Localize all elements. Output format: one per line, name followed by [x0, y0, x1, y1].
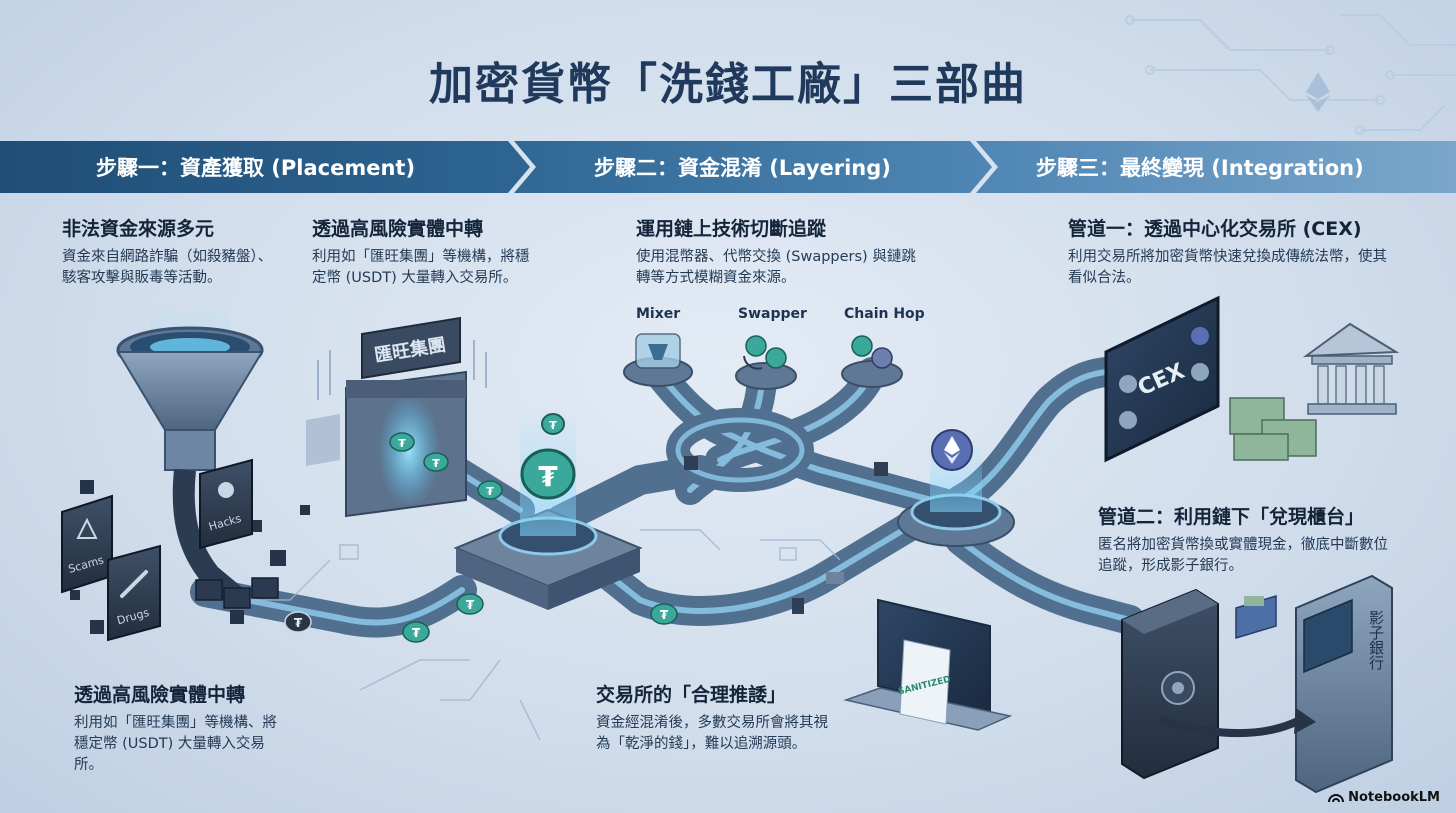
block-chain	[195, 577, 279, 609]
debris-blocks	[70, 480, 310, 634]
ethereum-icon	[1306, 72, 1330, 112]
svg-text:₮: ₮	[398, 437, 406, 450]
mixer-icon	[623, 333, 693, 387]
onchain-block: 運用鏈上技術切斷追蹤 使用混幣器、代幣交換 (Swappers) 與鏈跳轉等方式…	[636, 214, 926, 289]
channel1-heading: 管道一：透過中心化交易所 (CEX)	[1068, 218, 1362, 240]
channel1-body: 利用交易所將加密貨幣快速兌換成傳統法幣，使其看似合法。	[1068, 249, 1387, 286]
swapper-icon	[735, 335, 797, 390]
relay-bottom-heading: 透過高風險實體中轉	[74, 684, 246, 706]
onchain-heading: 運用鏈上技術切斷追蹤	[636, 218, 827, 240]
small-cubes	[684, 456, 888, 614]
svg-text:₮: ₮	[412, 626, 421, 640]
svg-text:₮: ₮	[466, 598, 475, 612]
tether-coin-icon: ₮ ₮ ₮ ₮ ₮ ₮ ₮	[284, 432, 678, 643]
sources-body: 資金來自網路詐騙（如殺豬盤）、駭客攻擊與販毒等活動。	[62, 249, 273, 286]
atm-icon: 影子銀行	[1158, 574, 1393, 794]
wallet-icon	[1235, 594, 1277, 640]
page-title: 加密貨幣「洗錢工廠」三部曲	[429, 59, 1027, 110]
step-3-label: 步驟三：最終變現 (Integration)	[1036, 156, 1364, 180]
floor-circuits	[250, 529, 841, 741]
svg-text:₮: ₮	[294, 616, 303, 630]
drugs-tile: Drugs	[107, 544, 161, 642]
flow-path	[190, 355, 1145, 638]
mixer-label: Mixer	[636, 306, 681, 322]
relay-bottom-body: 利用如「匯旺集團」等機構、將穩定幣 (USDT) 大量轉入交易所。	[74, 715, 277, 773]
step-banner	[0, 141, 1456, 193]
funnel-icon	[116, 305, 264, 609]
relay-bottom-block: 透過高風險實體中轉 利用如「匯旺集團」等機構、將穩定幣 (USDT) 大量轉入交…	[74, 680, 284, 776]
exchange-heading: 交易所的「合理推諉」	[596, 684, 787, 706]
circuit-icon	[1125, 14, 1456, 135]
step-2-label: 步驟二：資金混淆 (Layering)	[594, 156, 891, 180]
relay-top-heading: 透過高風險實體中轉	[312, 218, 484, 240]
scams-tile: Scams	[61, 494, 113, 594]
onchain-body: 使用混幣器、代幣交換 (Swappers) 與鏈跳轉等方式模糊資金來源。	[636, 249, 916, 286]
channel2-body: 匿名將加密貨幣換或實體現金，徹底中斷數位追蹤，形成影子銀行。	[1098, 537, 1388, 574]
svg-text:₮: ₮	[432, 457, 440, 470]
safe-icon	[1121, 588, 1219, 780]
chainhop-icon	[841, 335, 903, 388]
central-hub: ₮ ₮	[453, 410, 643, 610]
channel1-block: 管道一：透過中心化交易所 (CEX) 利用交易所將加密貨幣快速兌換成傳統法幣，使…	[1068, 214, 1398, 289]
gate-icon: 匯旺集團	[306, 316, 487, 518]
svg-text:₮: ₮	[486, 485, 494, 498]
notebooklm-logo-icon	[1328, 794, 1345, 803]
atm-sign-label: 影子銀行	[1367, 610, 1385, 671]
svg-text:₮: ₮	[660, 608, 669, 622]
chainhop-label: Chain Hop	[844, 306, 925, 322]
sources-heading: 非法資金來源多元	[62, 218, 215, 240]
sources-block: 非法資金來源多元 資金來自網路詐騙（如殺豬盤）、駭客攻擊與販毒等活動。	[62, 214, 282, 289]
svg-text:₮: ₮	[538, 460, 558, 493]
eth-hub	[897, 429, 1015, 547]
svg-text:₮: ₮	[549, 419, 557, 432]
swapper-label: Swapper	[738, 306, 807, 322]
exchange-body: 資金經混淆後，多數交易所會將其視為「乾淨的錢」，難以追溯源頭。	[596, 715, 828, 752]
hacks-tile: Hacks	[199, 458, 253, 550]
relay-top-block: 透過高風險實體中轉 利用如「匯旺集團」等機構，將穩定幣 (USDT) 大量轉入交…	[312, 214, 530, 289]
brand-mark: NotebookLM	[1328, 790, 1440, 805]
channel2-heading: 管道二：利用鏈下「兌現櫃台」	[1098, 506, 1365, 528]
channel2-block: 管道二：利用鏈下「兌現櫃台」 匿名將加密貨幣換或實體現金，徹底中斷數位追蹤，形成…	[1098, 502, 1398, 577]
layering-loop	[666, 408, 814, 492]
laptop-icon: SANITIZED	[843, 598, 1013, 731]
brand-label: NotebookLM	[1348, 790, 1440, 805]
cash-stack-icon	[1229, 397, 1317, 461]
cex-screen-icon: CEX	[1104, 295, 1220, 463]
bank-icon	[1302, 322, 1400, 415]
relay-top-body: 利用如「匯旺集團」等機構，將穩定幣 (USDT) 大量轉入交易所。	[312, 249, 530, 286]
exchange-block: 交易所的「合理推諉」 資金經混淆後，多數交易所會將其視為「乾淨的錢」，難以追溯源…	[596, 680, 828, 755]
step-1-label: 步驟一：資產獲取 (Placement)	[96, 156, 416, 180]
